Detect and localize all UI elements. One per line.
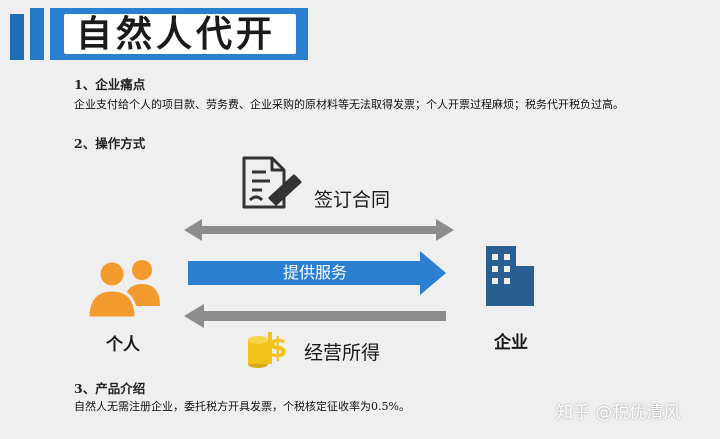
title-banner: 自然人代开	[10, 8, 308, 60]
service-arrow	[188, 251, 446, 295]
building-icon	[486, 246, 534, 306]
business-income-label: 经营所得	[304, 342, 381, 364]
section3-body: 自然人无需注册企业，委托税方开具发票，个税核定征收率为0.5%。	[74, 400, 410, 413]
income-arrow	[184, 304, 446, 328]
section1-body: 企业支付给个人的项目款、劳务费、企业采购的原材料等无法取得发票；个人开票过程麻烦…	[74, 98, 624, 111]
banner-stripe	[30, 8, 44, 60]
section3-heading: 3、产品介绍	[74, 381, 146, 396]
banner-stripe	[10, 14, 24, 60]
page-title: 自然人代开	[76, 14, 277, 55]
sign-contract-label: 签订合同	[314, 189, 391, 211]
contract-arrow	[184, 219, 454, 241]
title-box	[64, 14, 296, 54]
section2-heading: 2、操作方式	[74, 136, 146, 151]
dollar-sign: $	[268, 331, 288, 364]
contract-icon	[242, 156, 302, 209]
watermark: 知乎 @税优清风	[556, 403, 681, 423]
individual-label: 个人	[106, 335, 140, 355]
coin-icon	[248, 332, 272, 368]
provide-service-label: 提供服务	[282, 263, 347, 282]
section1-heading: 1、企业痛点	[74, 77, 146, 92]
people-icon	[86, 259, 160, 320]
enterprise-label: 企业	[494, 333, 528, 353]
